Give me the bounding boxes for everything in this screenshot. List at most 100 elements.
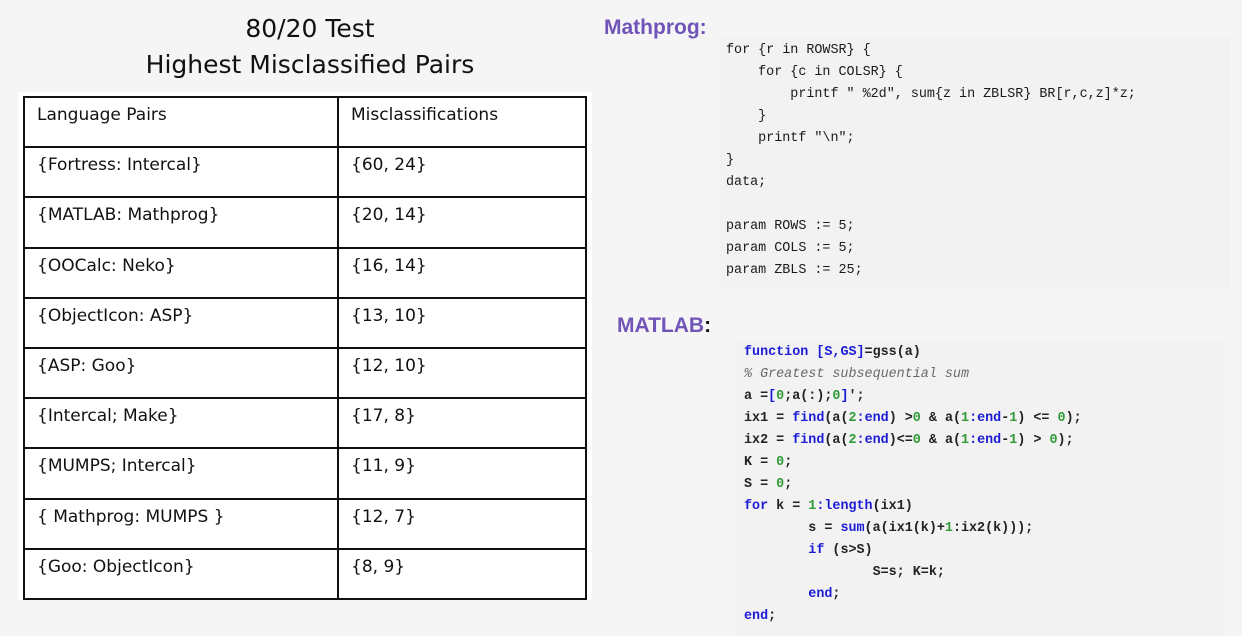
misclassification-cell: {20, 14} [337, 196, 587, 249]
header-language-pairs: Language Pairs [23, 95, 339, 149]
code-token: ) > [888, 411, 913, 426]
code-token: % Greatest subsequential sum [744, 367, 969, 382]
header-misclassifications: Misclassifications [337, 95, 587, 149]
code-token: ) <= [1017, 411, 1058, 426]
code-token: ; [768, 609, 777, 624]
code-line: a =[0;a(:);0]'; [744, 386, 1225, 408]
misclassification-table-container: Language Pairs Misclassifications {Fortr… [18, 92, 592, 601]
code-token: & a( [920, 411, 962, 426]
matlab-label: MATLAB: [617, 314, 711, 338]
language-pair-cell: {Intercal; Make} [23, 397, 339, 450]
code-token: (s>S) [824, 543, 873, 558]
table-row: {Fortress: Intercal}{60, 24} [23, 146, 587, 199]
code-token: if [808, 543, 825, 558]
code-token: ); [1057, 433, 1074, 448]
code-line: param ZBLS := 25; [726, 263, 863, 278]
code-token: 1 [944, 521, 953, 536]
code-token: 0 [776, 477, 785, 492]
code-token: :length [816, 499, 873, 514]
code-line: ix1 = find(a(2:end) >0 & a(1:end-1) <= 0… [744, 408, 1225, 430]
language-pair-cell: {ObjectIcon: ASP} [23, 296, 339, 349]
code-line: } [726, 109, 767, 124]
mathprog-label: Mathprog: [604, 16, 707, 39]
code-token: end [744, 609, 769, 624]
code-token: ); [1065, 411, 1082, 426]
code-token [744, 543, 808, 558]
code-token: - [1001, 433, 1010, 448]
code-token: [ [768, 389, 777, 404]
language-pair-cell: {Goo: ObjectIcon} [23, 547, 339, 601]
language-pair-cell: {OOCalc: Neko} [23, 246, 339, 299]
code-line: param ROWS := 5; [726, 219, 855, 234]
code-token: find [792, 411, 825, 426]
language-pair-cell: {MUMPS; Intercal} [23, 447, 339, 500]
matlab-label-colon: : [704, 314, 712, 337]
language-pair-cell: { Mathprog: MUMPS } [23, 497, 339, 550]
code-line: function [S,GS]=gss(a) [744, 342, 1225, 364]
code-token: 0 [776, 455, 785, 470]
code-token: 0 [776, 389, 785, 404]
code-token: 1 [1009, 411, 1018, 426]
language-pair-cell: {Fortress: Intercal} [23, 146, 339, 199]
code-line: ix2 = find(a(2:end)<=0 & a(1:end-1) > 0)… [744, 430, 1225, 452]
code-line: s = sum(a(ix1(k)+1:ix2(k))); [744, 518, 1225, 540]
code-line: end; [744, 606, 1225, 628]
table-body: Language Pairs Misclassifications {Fortr… [23, 95, 587, 601]
code-token: 1 [1009, 433, 1018, 448]
code-token: K = [744, 455, 777, 470]
code-token: ; [832, 587, 841, 602]
misclassification-cell: {17, 8} [337, 397, 587, 450]
misclassification-table: Language Pairs Misclassifications {Fortr… [23, 95, 587, 601]
title-line-2: Highest Misclassified Pairs [145, 50, 475, 79]
code-token: 0 [1049, 433, 1058, 448]
table-row: {Goo: ObjectIcon}{8, 9} [23, 547, 587, 601]
matlab-code: function [S,GS]=gss(a) % Greatest subsequ… [735, 340, 1225, 628]
table-row: {MUMPS; Intercal}{11, 9} [23, 447, 587, 500]
code-line: S = 0; [744, 474, 1225, 496]
matlab-label-text: MATLAB [617, 314, 705, 337]
language-pair-cell: {ASP: Goo} [23, 346, 339, 400]
code-token: 1 [961, 433, 970, 448]
code-token: ix1 = [744, 411, 793, 426]
language-pair-cell: {MATLAB: Mathprog} [23, 196, 339, 249]
code-token: 0 [1057, 411, 1066, 426]
code-line: printf " %2d", sum{z in ZBLSR} BR[r,c,z]… [726, 87, 1136, 102]
misclassification-cell: {11, 9} [337, 447, 587, 500]
code-line: K = 0; [744, 452, 1225, 474]
code-token: find [792, 433, 825, 448]
misclassification-cell: {60, 24} [337, 146, 587, 199]
code-line: S=s; K=k; [744, 562, 1225, 584]
code-token: k = [768, 499, 809, 514]
table-row: {Intercal; Make}{17, 8} [23, 397, 587, 450]
code-token: for [744, 499, 769, 514]
misclassification-cell: {8, 9} [337, 547, 587, 601]
code-token: 0 [912, 433, 921, 448]
code-token: 2 [848, 411, 857, 426]
code-line: % Greatest subsequential sum [744, 364, 1225, 386]
code-line: data; [726, 175, 767, 190]
code-line: param COLS := 5; [726, 241, 855, 256]
code-token: ix2 = [744, 433, 793, 448]
table-row: {OOCalc: Neko}{16, 14} [23, 246, 587, 299]
table-row: {ASP: Goo}{12, 10} [23, 346, 587, 400]
code-line: } [726, 153, 735, 168]
code-line: for k = 1:length(ix1) [744, 496, 1225, 518]
title-line-1: 80/20 Test [245, 14, 375, 43]
code-token: 1 [961, 411, 970, 426]
code-token: :end [856, 433, 889, 448]
table-row: {ObjectIcon: ASP}{13, 10} [23, 296, 587, 349]
code-token: (ix1) [872, 499, 913, 514]
code-token: - [1001, 411, 1010, 426]
code-token: :ix2(k))); [952, 521, 1034, 536]
code-token: :end [856, 411, 889, 426]
code-token: S=s; K=k; [744, 565, 945, 580]
code-token: )<= [888, 433, 913, 448]
code-token: (a( [824, 433, 849, 448]
code-line: for {c in COLSR} { [726, 65, 903, 80]
mathprog-code-panel: for {r in ROWSR} { for {c in COLSR} { pr… [720, 38, 1230, 288]
table-row: {MATLAB: Mathprog}{20, 14} [23, 196, 587, 249]
misclassification-cell: {12, 7} [337, 497, 587, 550]
code-token: 2 [848, 433, 857, 448]
code-token: S = [744, 477, 777, 492]
code-line: printf "\n"; [726, 131, 855, 146]
